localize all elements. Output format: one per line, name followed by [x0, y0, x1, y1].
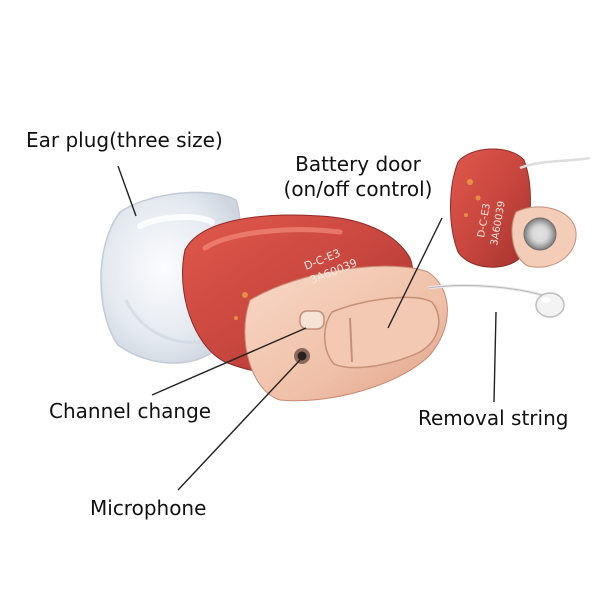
- microphone-leader: [177, 359, 301, 491]
- microphone-label: Microphone: [90, 496, 207, 520]
- microphone-port: [294, 348, 310, 364]
- battery-door-label-line2: (on/off control): [283, 177, 433, 201]
- removal-string-label: Removal string: [418, 406, 569, 430]
- channel-change-leader: [151, 327, 307, 396]
- inset-battery-view: D-C-E3 3A60039: [450, 148, 591, 268]
- ear-plug-leader: [117, 165, 137, 217]
- channel-change-label: Channel change: [49, 399, 212, 423]
- battery-door-label: Battery door (on/off control): [270, 152, 446, 202]
- battery-door: [324, 296, 440, 369]
- removal-string-leader: [493, 311, 497, 403]
- leader-lines: [117, 165, 497, 491]
- channel-change-button: [299, 310, 325, 330]
- battery-door-label-line1: Battery door: [295, 152, 421, 176]
- ear-plug-label: Ear plug(three size): [26, 128, 223, 152]
- battery-door-leader: [387, 217, 443, 329]
- removal-string: [427, 284, 565, 318]
